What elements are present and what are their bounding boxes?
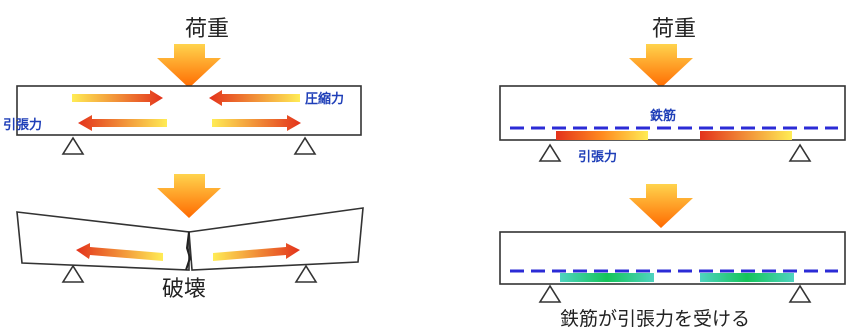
failure-label: 破壊 xyxy=(162,277,206,302)
tension-force-arrows xyxy=(78,115,301,131)
support-left-icon-right-2 xyxy=(538,284,562,303)
rebar-absorbed-left xyxy=(560,273,654,282)
load-arrow-icon-2 xyxy=(157,174,221,218)
rebar-tension-right xyxy=(700,131,792,140)
failure-arrow-right xyxy=(213,243,300,261)
rebar-tension-left xyxy=(556,131,648,140)
failure-tension-arrows xyxy=(76,243,300,261)
load-arrow-icon-right-2 xyxy=(629,184,693,228)
tension-label-left: 引張力 xyxy=(3,117,42,133)
crack-line xyxy=(185,231,192,271)
caption: 鉄筋が引張力を受ける xyxy=(560,308,750,330)
rebar-absorbed-right xyxy=(700,273,794,282)
failure-arrow-left xyxy=(76,243,163,261)
compression-label: 圧縮力 xyxy=(305,91,344,107)
right-panel: 荷重 鉄筋 引張力 鉄筋が引張力を受ける xyxy=(499,17,846,330)
compression-force-arrows xyxy=(72,90,300,106)
load-arrow-icon xyxy=(157,44,221,88)
support-right-icon-2 xyxy=(294,264,318,283)
left-panel: 荷重 圧縮力 引張力 xyxy=(3,17,364,302)
support-right-icon-right-2 xyxy=(788,284,812,303)
load-label-right-top: 荷重 xyxy=(652,17,696,42)
compression-arrow-right xyxy=(209,90,300,106)
tension-label-right: 引張力 xyxy=(578,149,617,165)
tension-arrow-left xyxy=(78,115,167,131)
tension-arrow-right xyxy=(212,115,301,131)
support-right-icon xyxy=(293,136,317,155)
beam-half-left xyxy=(16,211,190,271)
support-left-icon xyxy=(61,136,85,155)
load-label-left-top: 荷重 xyxy=(185,17,229,42)
support-right-icon-right xyxy=(788,143,812,162)
load-arrow-icon-right xyxy=(629,44,693,88)
support-left-icon-2 xyxy=(61,264,85,283)
support-left-icon-right xyxy=(538,143,562,162)
compression-arrow-left xyxy=(72,90,163,106)
rebar-label: 鉄筋 xyxy=(650,108,676,124)
